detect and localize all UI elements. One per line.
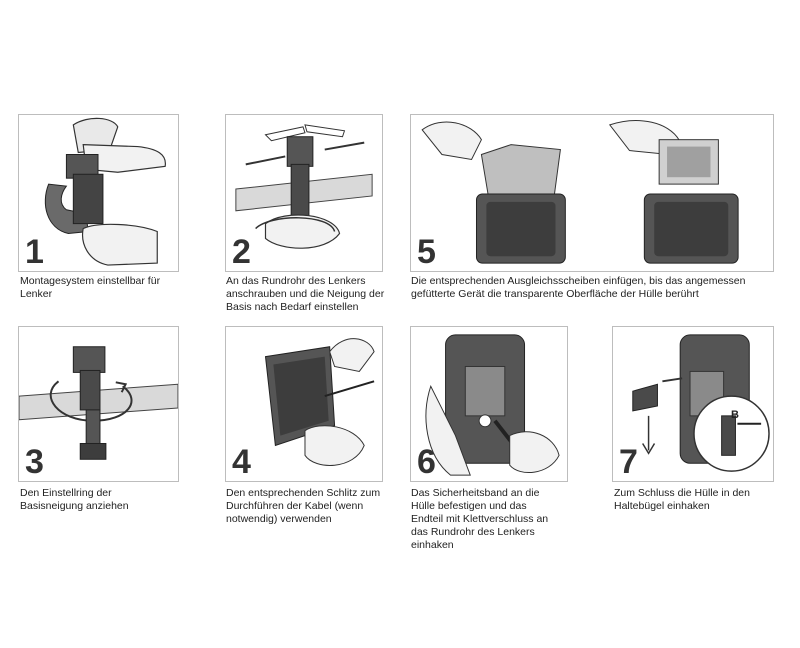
step-4-panel: 4 — [225, 326, 383, 482]
step-5-panel: 5 — [410, 114, 774, 272]
tighten-ring-illustration — [19, 346, 178, 460]
step-number: 6 — [417, 443, 436, 481]
step-number: 7 — [619, 443, 638, 481]
step-6-panel: 6 — [410, 326, 568, 482]
handlebar-tilt-illustration — [235, 124, 373, 249]
step-2-caption: An das Rundrohr des Lenkers anschrauben … — [226, 275, 385, 313]
step-number: 3 — [25, 443, 44, 481]
mount-hand-illustration — [44, 117, 166, 266]
step-6-caption: Das Sicherheitsband an die Hülle befesti… — [411, 487, 549, 551]
step-1-caption: Montagesystem einstellbar für Lenker — [20, 275, 161, 300]
detail-b-label: B — [731, 409, 739, 421]
step-3-panel: 3 — [18, 326, 179, 482]
bracket-hook-illustration — [632, 334, 770, 472]
step-number: 5 — [417, 233, 436, 271]
step-1-panel: 1 — [18, 114, 179, 272]
step-number: 1 — [25, 233, 44, 271]
step-number: 2 — [232, 233, 251, 271]
step-2-panel: 2 — [225, 114, 383, 272]
safety-strap-illustration — [425, 334, 560, 476]
step-number: 4 — [232, 443, 251, 481]
shim-insertion-illustration — [421, 120, 739, 264]
step-3-caption: Den Einstellring der Basisneigung anzieh… — [20, 487, 129, 512]
step-4-caption: Den entsprechenden Schlitz zum Durchführ… — [226, 487, 381, 525]
step-5-caption: Die entsprechenden Ausgleichsscheiben ei… — [411, 275, 746, 300]
cable-slot-illustration — [264, 338, 375, 466]
step-7-caption: Zum Schluss die Hülle in den Haltebügel … — [614, 487, 750, 512]
step-7-panel: B 7 — [612, 326, 774, 482]
